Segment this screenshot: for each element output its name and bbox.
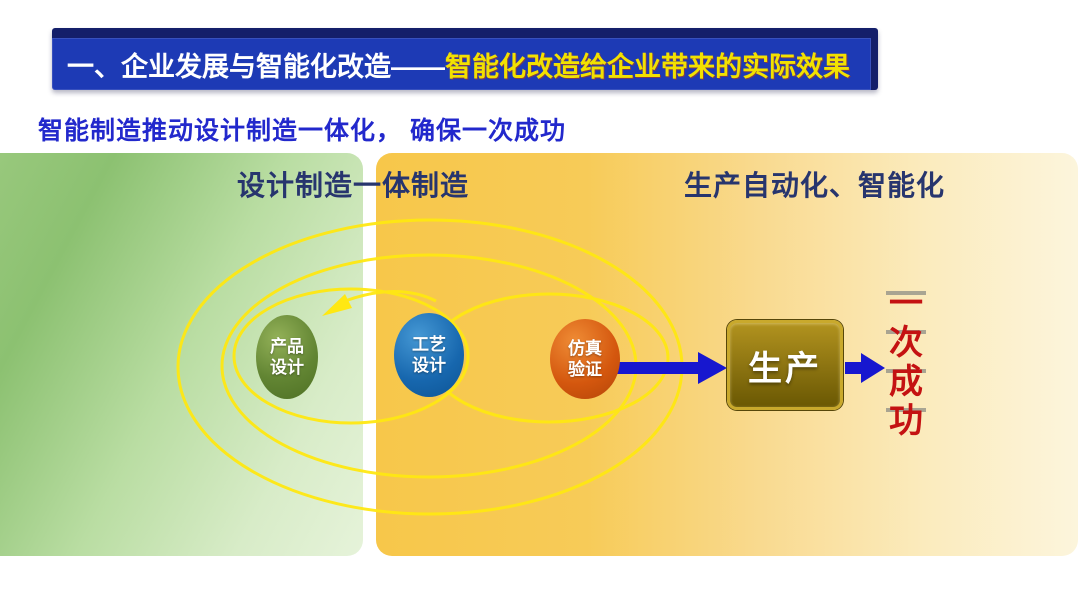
result-char: 成 xyxy=(884,363,928,402)
node-product-design: 产品 设计 xyxy=(256,315,318,399)
node-label-line: 仿真 xyxy=(568,338,602,358)
title-prefix: 一、企业发展与智能化改造—— xyxy=(67,51,445,82)
production-zone-label: 生产自动化、智能化 xyxy=(684,170,946,201)
title-bar: 一、企业发展与智能化改造—— 智能化改造给企业带来的实际效果 xyxy=(52,28,878,90)
result-char: 一 xyxy=(884,285,928,324)
design-zone-label: 设计制造一体制造 xyxy=(237,170,470,201)
title-highlight: 智能化改造给企业带来的实际效果 xyxy=(445,51,850,82)
node-simulation-verification: 仿真 验证 xyxy=(550,319,620,399)
production-box: 生产 xyxy=(727,320,843,410)
node-label-line: 工艺 xyxy=(412,334,446,354)
node-label-line: 产品 xyxy=(270,336,304,356)
result-text: 一次成功 xyxy=(884,285,928,441)
node-process-design: 工艺 设计 xyxy=(394,313,464,397)
subtitle: 智能制造推动设计制造一体化， 确保一次成功 xyxy=(38,117,566,145)
result-char: 功 xyxy=(884,402,928,441)
production-box-label: 生产 xyxy=(748,349,822,388)
node-label-line: 设计 xyxy=(412,356,446,375)
node-label-line: 验证 xyxy=(568,360,602,379)
result-char: 次 xyxy=(884,324,928,363)
node-label-line: 设计 xyxy=(270,358,304,377)
